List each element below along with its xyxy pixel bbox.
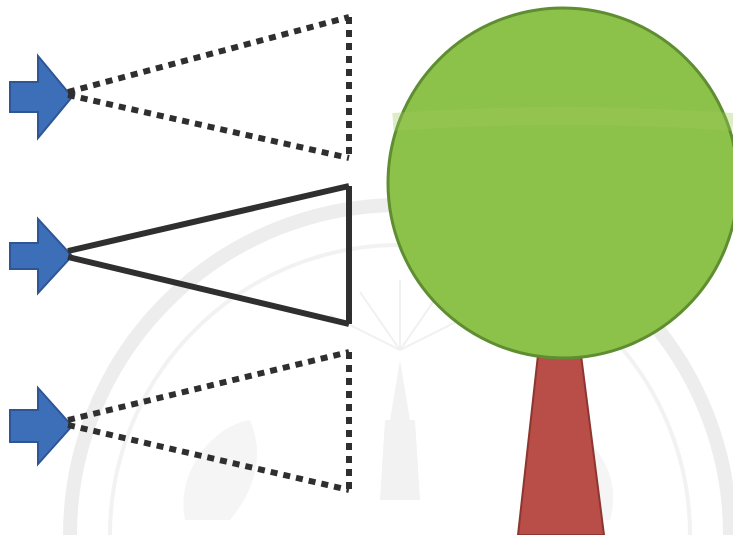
tree-canopy xyxy=(388,8,733,358)
tree-canopy-highlight xyxy=(393,116,733,122)
